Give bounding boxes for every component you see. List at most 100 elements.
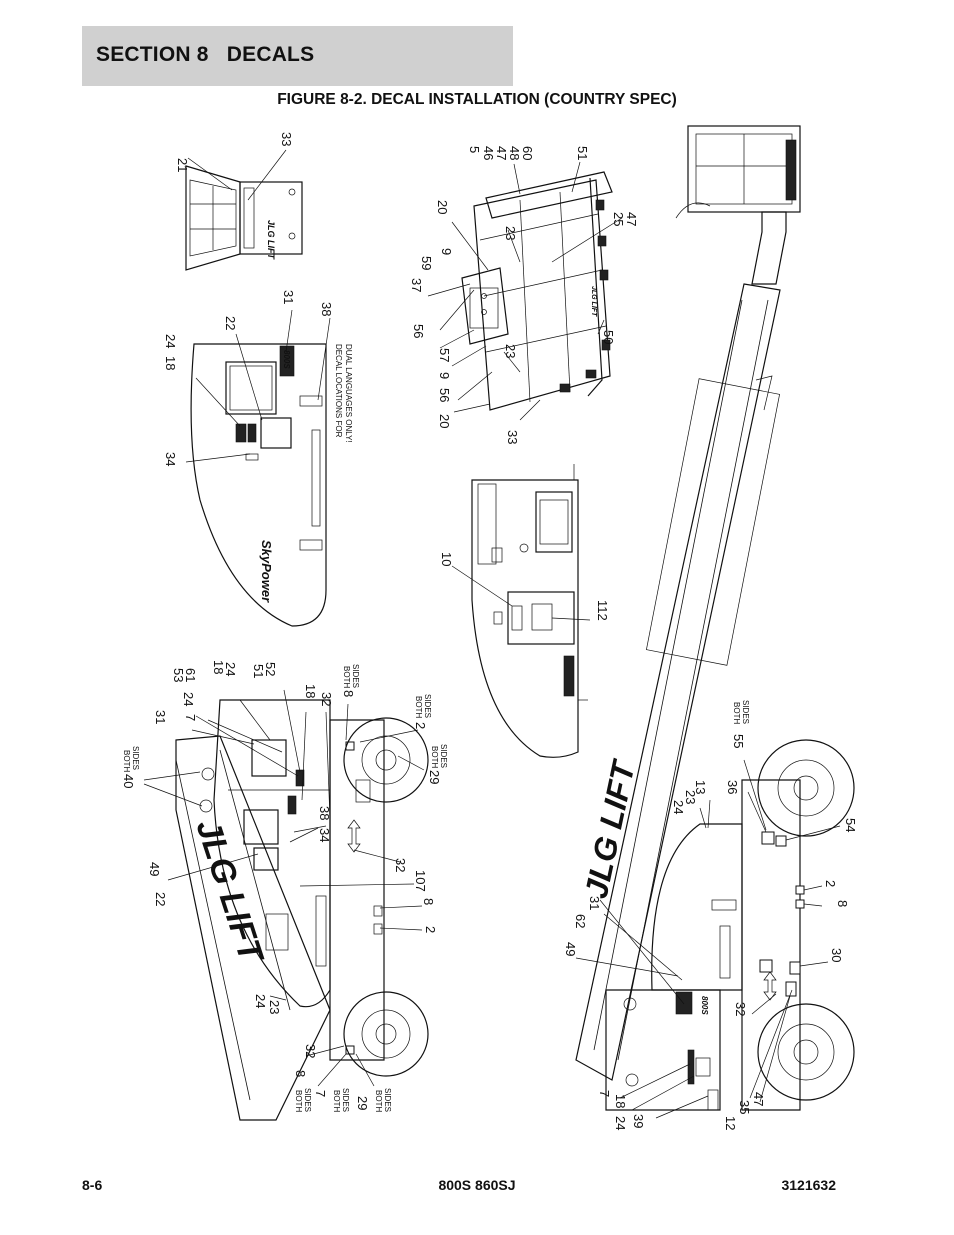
note-both-sides-d2: SIDES (439, 744, 448, 768)
hood-inset-logo: JLG LIFT (266, 220, 276, 260)
callout-hood-inset-1: 33 (279, 132, 294, 146)
callout-right-12: 32 (733, 1002, 748, 1016)
callout-left-24: 23 (267, 1000, 282, 1014)
callout-left-27: 7 (313, 1090, 328, 1097)
platform-drawing: JLG LIFT (427, 161, 623, 421)
callout-right-18: 35 (737, 1100, 752, 1114)
hood-panel-sky-logo: SkyPower (259, 540, 274, 603)
callout-right-6: 2 (823, 880, 838, 887)
callout-left-6: 31 (153, 710, 168, 724)
callout-platform-18: 56 (437, 388, 452, 402)
callout-platform-6: 20 (435, 200, 450, 214)
callout-platform-2: 47 (494, 146, 509, 160)
footer-model: 800S 860SJ (438, 1177, 516, 1193)
callout-left-3: 24 (223, 662, 238, 676)
note-both-sides-e2: SIDES (303, 1088, 312, 1112)
callout-left-23: 24 (253, 994, 268, 1008)
callout-right-11: 49 (563, 942, 578, 956)
callout-right-16: 39 (631, 1114, 646, 1128)
note-both-sides-h2: SIDES (741, 700, 750, 724)
callout-platform-10: 37 (409, 278, 424, 292)
callout-left-11: 8 (341, 690, 356, 697)
callout-left-18: 22 (153, 892, 168, 906)
callout-left-17: 49 (147, 862, 162, 876)
callout-left-14: 40 (121, 774, 136, 788)
note-dual-language-line2: DUAL LANGUAGES ONLY! (344, 344, 353, 443)
callout-platform-16: 23 (503, 344, 518, 358)
callout-platform-7: 23 (503, 226, 518, 240)
platform-logo: JLG LIFT (590, 286, 597, 317)
note-both-sides-b2: SIDES (351, 664, 360, 688)
callout-right-14: 18 (613, 1094, 628, 1108)
callout-engine-1: 112 (595, 600, 610, 621)
section-title: SECTION 8 DECALS (96, 43, 315, 66)
callout-hood-panel-1: 18 (163, 356, 178, 370)
callout-right-10: 62 (573, 914, 588, 928)
callout-left-20: 107 (413, 870, 428, 892)
callout-right-1: 36 (725, 780, 740, 794)
callout-left-19: 32 (393, 858, 408, 872)
callout-right-4: 13 (693, 780, 708, 794)
callout-left-26: 32 (303, 1044, 318, 1058)
callout-right-17: 12 (723, 1116, 738, 1130)
note-dual-language-line1: DECAL LOCATIONS FOR (334, 344, 343, 438)
callout-right-19: 47 (751, 1092, 766, 1106)
callout-hood-panel-3: 31 (281, 290, 296, 304)
note-both-sides-e1: BOTH (294, 1090, 303, 1112)
callout-left-25: 8 (293, 1070, 308, 1077)
callout-left-5: 52 (263, 662, 278, 676)
hood-panel-drawing: 800S SkyPower (185, 309, 331, 627)
note-both-sides-g2: SIDES (383, 1088, 392, 1112)
callout-right-13: 7 (597, 1090, 612, 1097)
section-header: SECTION 8 DECALS (82, 26, 513, 86)
note-both-sides-h1: BOTH (732, 702, 741, 724)
note-both-sides-b1: BOTH (342, 666, 351, 688)
callout-platform-13: 56 (411, 324, 426, 338)
note-both-sides-c1: BOTH (414, 696, 423, 718)
callout-left-10: 32 (319, 692, 334, 706)
callout-platform-20: 33 (505, 430, 520, 444)
callout-hood-panel-2: 22 (223, 316, 238, 330)
figure-title: FIGURE 8-2. DECAL INSTALLATION (COUNTRY … (277, 91, 677, 108)
callout-left-28: 29 (355, 1096, 370, 1110)
footer-doc-number: 3121632 (781, 1177, 836, 1193)
callout-left-2: 18 (211, 660, 226, 674)
callout-right-8: 30 (829, 948, 844, 962)
callout-left-0: 53 (171, 668, 186, 682)
callout-left-9: 18 (303, 684, 318, 698)
callout-right-15: 24 (613, 1116, 628, 1130)
right-boom-logo: JLG LIFT (578, 756, 643, 902)
callout-platform-11: 59 (419, 256, 434, 270)
callout-left-13: 29 (427, 770, 442, 784)
note-both-sides-a2: SIDES (131, 746, 140, 770)
callout-left-21: 8 (421, 898, 436, 905)
right-turntable-badge: 800S (700, 996, 709, 1015)
callout-left-7: 24 (181, 692, 196, 706)
callout-platform-5: 51 (575, 146, 590, 160)
callout-hood-panel-5: 34 (163, 452, 178, 466)
callout-hood-panel-0: 24 (163, 334, 178, 348)
callout-platform-3: 48 (507, 146, 522, 160)
right-machine-drawing: JLG LIFT 800S (575, 125, 855, 1119)
callout-platform-1: 46 (481, 146, 496, 160)
left-machine-drawing: JLG LIFT (143, 689, 429, 1121)
callout-right-2: 24 (671, 800, 686, 814)
callout-platform-17: 50 (601, 330, 616, 344)
callout-left-4: 51 (251, 664, 266, 678)
callout-right-5: 54 (843, 818, 858, 832)
hood-inset-drawing: JLG LIFT (185, 149, 303, 271)
callout-platform-9: 47 (624, 212, 639, 226)
callout-platform-4: 60 (520, 146, 535, 160)
callout-platform-14: 57 (437, 348, 452, 362)
callout-right-9: 31 (587, 896, 602, 910)
footer-page-number: 8-6 (82, 1177, 103, 1193)
note-both-sides-a1: BOTH (122, 750, 131, 772)
callout-engine-0: 10 (439, 552, 454, 566)
callout-left-15: 38 (317, 806, 332, 820)
callout-right-0: 55 (731, 734, 746, 748)
callout-right-3: 23 (683, 790, 698, 804)
note-both-sides-f2: SIDES (341, 1088, 350, 1112)
callout-left-8: 7 (183, 714, 198, 721)
callout-left-12: 2 (413, 722, 428, 729)
callout-right-7: 8 (835, 900, 850, 907)
